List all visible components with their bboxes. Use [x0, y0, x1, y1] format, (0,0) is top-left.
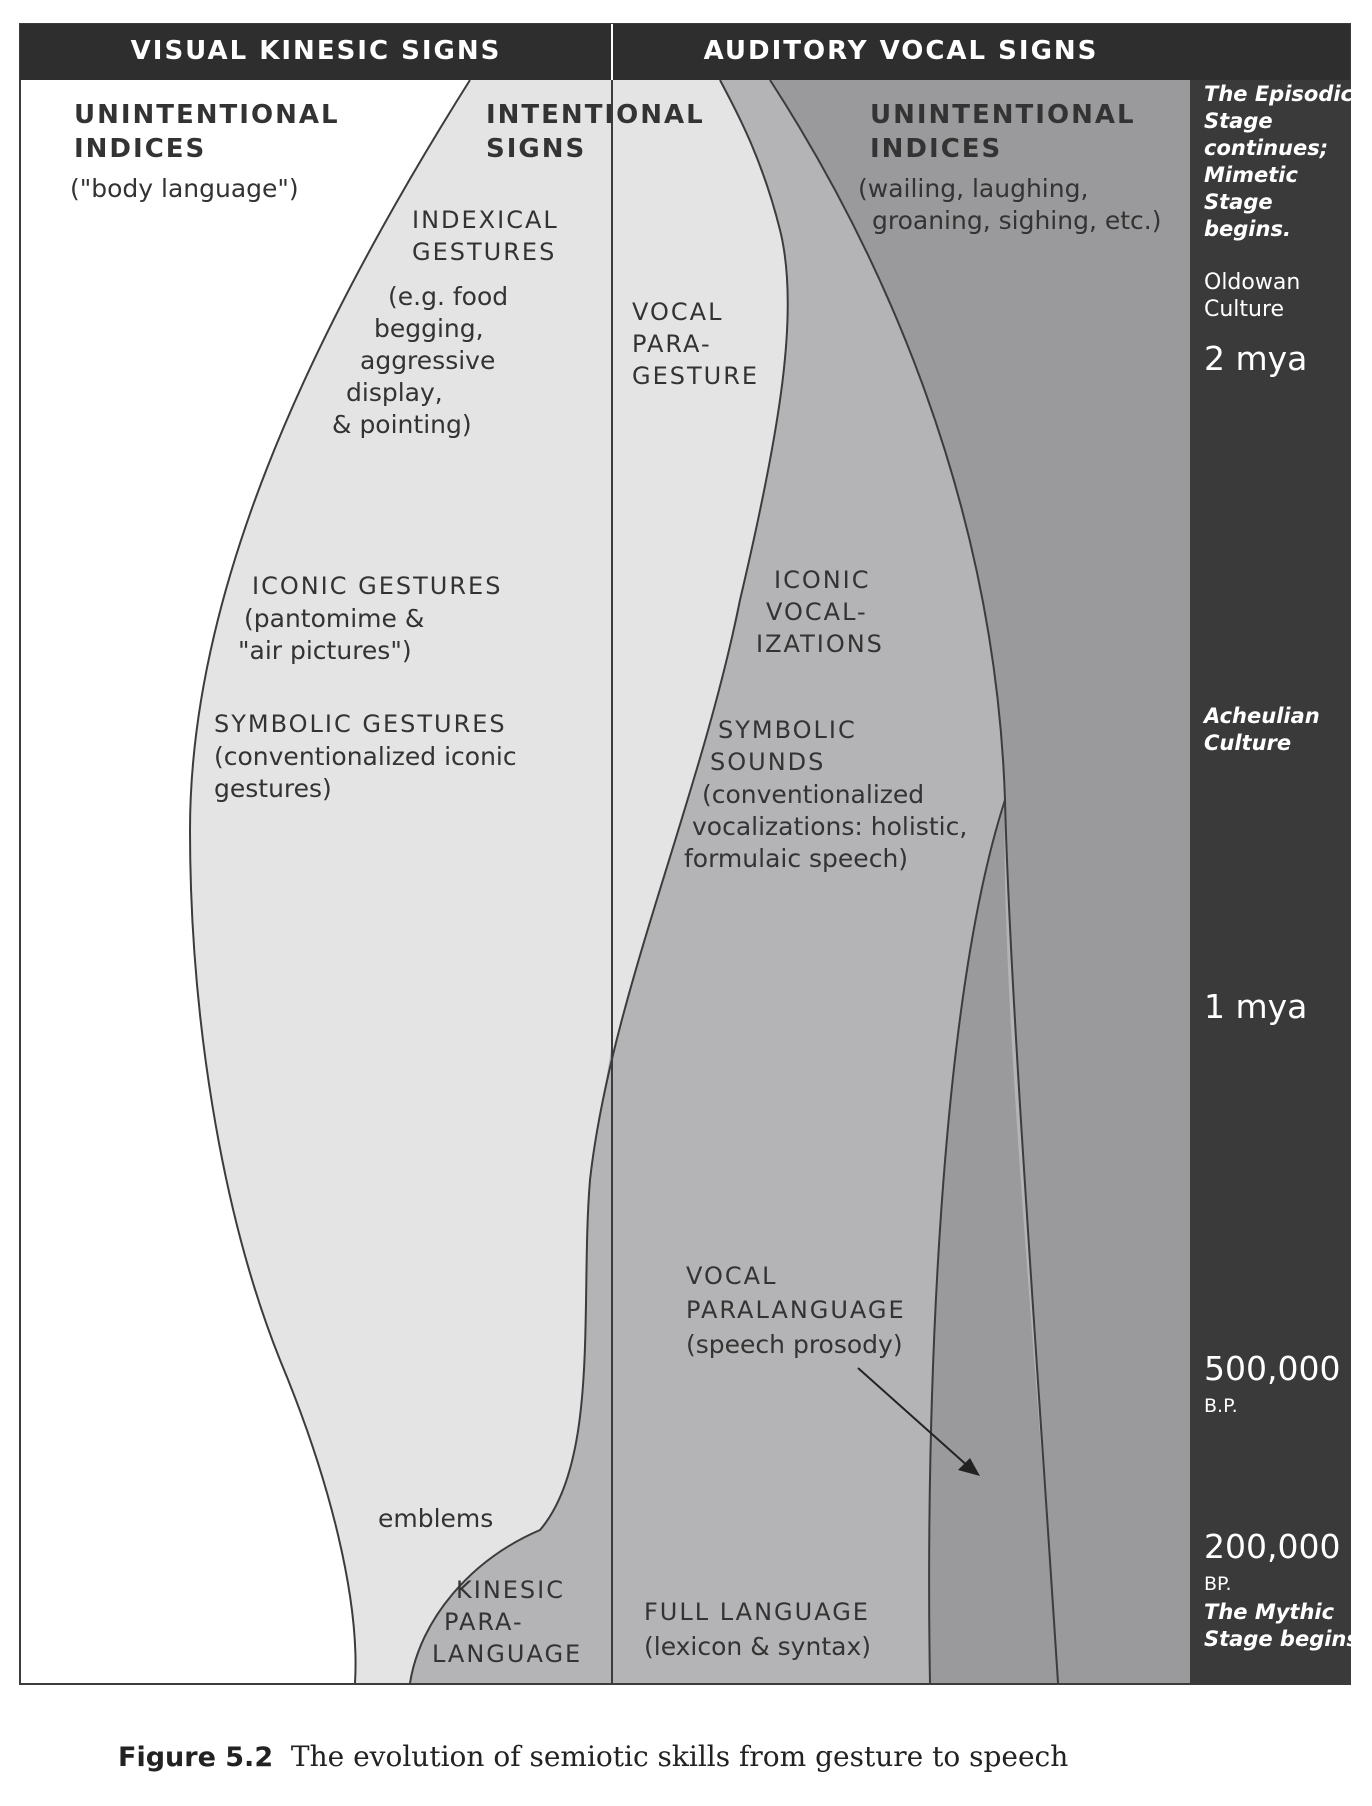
vocal-paragesture-3: GESTURE	[632, 362, 760, 390]
indexical-sub-4: display,	[346, 378, 443, 407]
timeline-episodic-6: begins.	[1204, 217, 1291, 241]
timeline-episodic-1: The Episodic	[1204, 82, 1354, 106]
prosody-arrow	[857, 1367, 971, 1469]
header-band	[20, 24, 1350, 80]
timeline-1mya: 1 mya	[1204, 987, 1308, 1026]
timeline-2mya: 2 mya	[1204, 339, 1308, 378]
boundary-lines	[188, 24, 1059, 1684]
timeline-band	[1190, 80, 1350, 1684]
timeline-episodic-2: Stage	[1204, 109, 1273, 133]
iconic-gestures-sub-1: (pantomime &	[244, 604, 425, 633]
full-language-sub: (lexicon & syntax)	[644, 1632, 871, 1661]
region-kinesic-paralanguage	[410, 1040, 612, 1683]
timeline-episodic-4: Mimetic	[1204, 163, 1298, 187]
indexical-sub-2: begging,	[374, 314, 484, 343]
timeline-200k: 200,000	[1204, 1527, 1341, 1566]
timeline-episodic-3: continues;	[1204, 136, 1329, 160]
symbolic-sounds-sub-1: (conventionalized	[702, 780, 925, 809]
region-vocal-unintentional	[770, 80, 1190, 1683]
vocal-paralanguage-sub: (speech prosody)	[686, 1330, 903, 1359]
timeline-500k: 500,000	[1204, 1349, 1341, 1388]
unintentional-visual-title-2: INDICES	[74, 134, 207, 164]
indexical-title-2: GESTURES	[412, 238, 557, 266]
figure-caption-label: Figure 5.2	[118, 1742, 274, 1773]
timeline-500k-unit: B.P.	[1204, 1395, 1238, 1417]
header-visual-kinesic: VISUAL KINESIC SIGNS	[130, 36, 502, 66]
symbolic-sounds-sub-2: vocalizations: holistic,	[692, 812, 968, 841]
region-vocal-signs	[410, 80, 1058, 1683]
timeline-episodic-5: Stage	[1204, 190, 1273, 214]
vocal-paragesture-1: VOCAL	[632, 298, 724, 326]
full-language-title: FULL LANGUAGE	[644, 1598, 870, 1626]
indexical-sub-3: aggressive	[360, 346, 496, 375]
unintentional-vocal-title-1: UNINTENTIONAL	[870, 100, 1136, 130]
symbolic-sounds-sub-3: formulaic speech)	[684, 844, 909, 873]
kinesic-paralanguage-1: KINESIC	[456, 1576, 566, 1604]
iconic-vocal-1: ICONIC	[774, 566, 871, 594]
figure-caption-text: The evolution of semiotic skills from ge…	[290, 1740, 1069, 1773]
indexical-sub-1: (e.g. food	[388, 282, 509, 311]
kinesic-paralanguage-3: LANGUAGE	[432, 1640, 583, 1668]
vocal-paragesture-2: PARA-	[632, 330, 712, 358]
timeline-oldowan-2: Culture	[1204, 297, 1285, 322]
figure-caption: Figure 5.2 The evolution of semiotic ski…	[118, 1740, 1068, 1773]
unintentional-visual-title-1: UNINTENTIONAL	[74, 100, 340, 130]
intentional-title-1: INTENTIONAL	[486, 100, 705, 130]
symbolic-gestures-sub-1: (conventionalized iconic	[214, 742, 517, 771]
symbolic-sounds-1: SYMBOLIC	[718, 716, 857, 744]
timeline-acheulian-1: Acheulian	[1204, 704, 1320, 728]
vocal-paralanguage-1: VOCAL	[686, 1262, 778, 1290]
header-auditory-vocal: AUDITORY VOCAL SIGNS	[703, 36, 1099, 66]
timeline-200k-unit: BP.	[1204, 1573, 1232, 1595]
intentional-title-2: SIGNS	[486, 134, 587, 164]
indexical-sub-5: & pointing)	[332, 410, 472, 439]
emblems-label: emblems	[378, 1504, 494, 1533]
timeline-acheulian-2: Culture	[1204, 731, 1292, 755]
region-speech-prosody	[929, 800, 1058, 1683]
unintentional-vocal-title-2: INDICES	[870, 134, 1003, 164]
unintentional-vocal-sub-1: (wailing, laughing,	[858, 174, 1089, 203]
symbolic-gestures-sub-2: gestures)	[214, 774, 332, 803]
iconic-vocal-2: VOCAL-	[766, 598, 868, 626]
timeline-oldowan-1: Oldowan	[1204, 270, 1301, 295]
symbolic-gestures-title: SYMBOLIC GESTURES	[214, 710, 507, 738]
region-intentional-signs	[190, 80, 788, 1683]
symbolic-sounds-2: SOUNDS	[710, 748, 826, 776]
timeline-mythic-2: Stage begins	[1204, 1627, 1359, 1651]
iconic-gestures-sub-2: "air pictures")	[238, 636, 412, 665]
iconic-gestures-title: ICONIC GESTURES	[252, 572, 503, 600]
prosody-arrowhead	[958, 1458, 980, 1476]
vocal-paralanguage-2: PARALANGUAGE	[686, 1296, 906, 1324]
indexical-title-1: INDEXICAL	[412, 206, 559, 234]
kinesic-paralanguage-2: PARA-	[444, 1608, 524, 1636]
unintentional-visual-sub: ("body language")	[70, 174, 299, 203]
iconic-vocal-3: IZATIONS	[756, 630, 884, 658]
unintentional-vocal-sub-2: groaning, sighing, etc.)	[872, 206, 1162, 235]
timeline-mythic-1: The Mythic	[1204, 1600, 1335, 1624]
